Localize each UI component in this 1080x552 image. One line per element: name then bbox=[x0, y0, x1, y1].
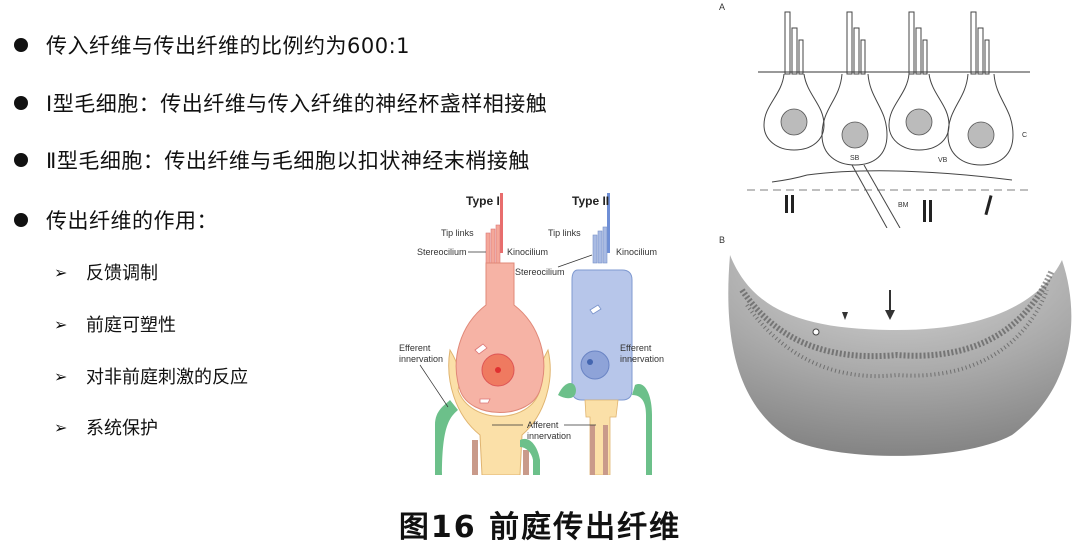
hair-cell-illustration: Type I Type II Tip links Tip links Stere… bbox=[399, 193, 664, 476]
svg-text:innervation: innervation bbox=[527, 431, 571, 441]
svg-text:VB: VB bbox=[938, 157, 948, 164]
bullet-item: 传出纤维的作用： bbox=[14, 205, 218, 235]
figure-caption: 图16 前庭传出纤维 bbox=[398, 510, 682, 545]
sub-bullet-text: 对非前庭刺激的反应 bbox=[86, 367, 248, 388]
bullet-text: Ⅰ型毛细胞：传出纤维与传入纤维的神经杯盏样相接触 bbox=[46, 92, 548, 116]
hair-cell-line-drawing: A bbox=[719, 2, 1032, 229]
panel-a-illustration: A bbox=[712, 0, 1080, 229]
sub-bullet-item: ➢ 对非前庭刺激的反应 bbox=[54, 363, 248, 389]
svg-text:BM: BM bbox=[898, 202, 909, 209]
bullet-dot-icon bbox=[14, 153, 28, 167]
svg-text:C: C bbox=[1022, 132, 1027, 139]
svg-text:innervation: innervation bbox=[399, 354, 443, 364]
bullet-text: Ⅱ型毛细胞：传出纤维与毛细胞以扣状神经末梢接触 bbox=[46, 149, 530, 173]
sub-bullet-text: 系统保护 bbox=[86, 418, 158, 439]
svg-text:Stereocilium: Stereocilium bbox=[515, 267, 565, 277]
sub-bullet-item: ➢ 系统保护 bbox=[54, 414, 158, 440]
bullet-item: 传入纤维与传出纤维的比例约为600:1 bbox=[14, 30, 410, 60]
svg-text:SB: SB bbox=[850, 155, 860, 162]
svg-text:Kinocilium: Kinocilium bbox=[507, 247, 548, 257]
svg-text:Tip links: Tip links bbox=[441, 228, 474, 238]
crescent-micrograph: B bbox=[719, 235, 1072, 456]
arrow-bullet-icon: ➢ bbox=[54, 314, 68, 334]
bullet-dot-icon bbox=[14, 96, 28, 110]
type1-cell bbox=[435, 193, 551, 476]
svg-text:Type I: Type I bbox=[466, 194, 500, 208]
arrow-bullet-icon: ➢ bbox=[54, 417, 68, 437]
svg-text:Efferent: Efferent bbox=[620, 343, 652, 353]
hair-cell-diagram: Type I Type II Tip links Tip links Stere… bbox=[390, 185, 670, 476]
svg-text:innervation: innervation bbox=[620, 354, 664, 364]
sub-bullet-text: 前庭可塑性 bbox=[86, 315, 176, 336]
bullet-dot-icon bbox=[14, 38, 28, 52]
arrow-bullet-icon: ➢ bbox=[54, 262, 68, 282]
bullet-text: 传出纤维的作用： bbox=[46, 209, 218, 233]
bullet-item: Ⅰ型毛细胞：传出纤维与传入纤维的神经杯盏样相接触 bbox=[14, 88, 547, 118]
svg-text:Kinocilium: Kinocilium bbox=[616, 247, 657, 257]
sub-bullet-item: ➢ 反馈调制 bbox=[54, 259, 158, 285]
svg-text:A: A bbox=[719, 2, 725, 12]
svg-text:B: B bbox=[719, 235, 725, 245]
type2-cell bbox=[558, 193, 652, 476]
arrow-bullet-icon: ➢ bbox=[54, 366, 68, 386]
svg-text:Efferent: Efferent bbox=[399, 343, 431, 353]
bullet-text: 传入纤维与传出纤维的比例约为600:1 bbox=[46, 34, 411, 58]
svg-text:Stereocilium: Stereocilium bbox=[417, 247, 467, 257]
bullet-dot-icon bbox=[14, 213, 28, 227]
svg-text:Type II: Type II bbox=[572, 194, 609, 208]
svg-text:Afferent: Afferent bbox=[527, 420, 559, 430]
panel-b-micrograph: B bbox=[712, 230, 1080, 465]
sub-bullet-text: 反馈调制 bbox=[86, 263, 158, 284]
bullet-item: Ⅱ型毛细胞：传出纤维与毛细胞以扣状神经末梢接触 bbox=[14, 145, 530, 175]
svg-text:Tip links: Tip links bbox=[548, 228, 581, 238]
sub-bullet-item: ➢ 前庭可塑性 bbox=[54, 311, 176, 337]
